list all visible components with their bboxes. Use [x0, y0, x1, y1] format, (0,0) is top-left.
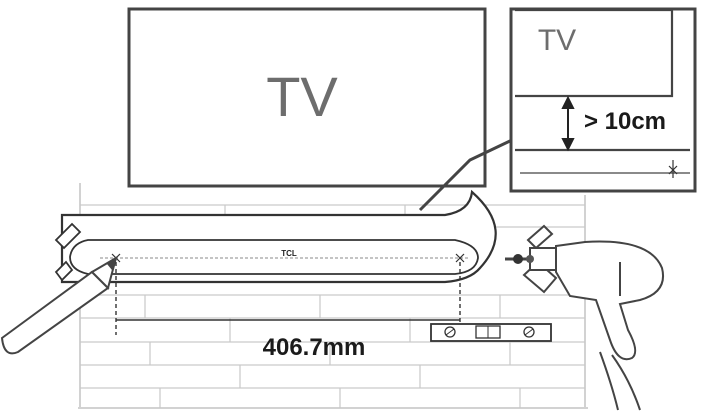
inset-tv-label: TV — [538, 24, 576, 57]
soundbar — [54, 189, 497, 284]
left-clip-top — [54, 222, 82, 250]
callout-pointer — [418, 138, 513, 212]
clearance-label: > 10cm — [584, 108, 666, 135]
power-drill — [505, 224, 664, 411]
left-clip-bottom — [54, 260, 74, 282]
soundbar-brand: TCL — [281, 249, 297, 258]
spirit-level — [430, 323, 552, 342]
tv — [127, 7, 487, 188]
clearance-arrow — [561, 95, 575, 152]
right-drill-mark — [455, 253, 465, 263]
hole-spacing-dimension — [115, 262, 461, 335]
zoom-inset — [509, 7, 697, 193]
pencil — [0, 255, 118, 355]
hole-spacing-label: 406.7mm — [263, 334, 366, 361]
tv-label: TV — [266, 65, 338, 128]
